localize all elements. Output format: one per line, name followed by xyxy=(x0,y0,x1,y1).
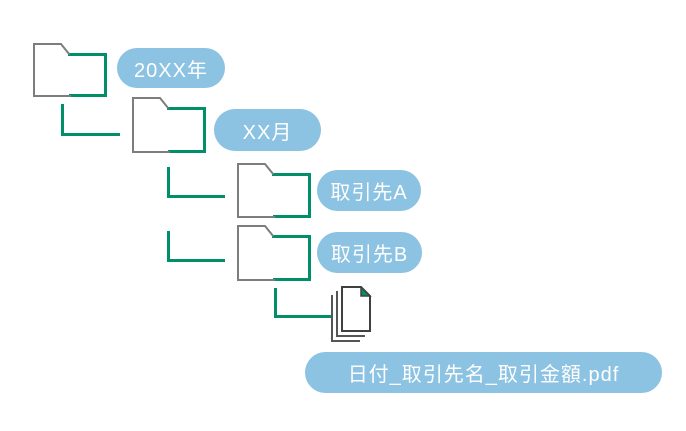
folder-icon xyxy=(237,225,311,281)
label-client-b: 取引先B xyxy=(317,232,422,273)
label-client-a: 取引先A xyxy=(317,170,421,211)
connector-client-b-file xyxy=(274,288,333,318)
label-month: XX月 xyxy=(214,109,321,151)
connector-month-client-a xyxy=(167,167,225,198)
connector-month-client-b xyxy=(167,231,225,262)
label-pdf-filename: 日付_取引先名_取引金額.pdf xyxy=(305,352,662,393)
document-stack-icon xyxy=(331,286,373,344)
folder-icon xyxy=(237,163,311,218)
folder-icon xyxy=(33,43,107,97)
folder-icon xyxy=(132,97,206,153)
connector-year-month xyxy=(61,104,120,136)
label-year: 20XX年 xyxy=(117,48,225,88)
